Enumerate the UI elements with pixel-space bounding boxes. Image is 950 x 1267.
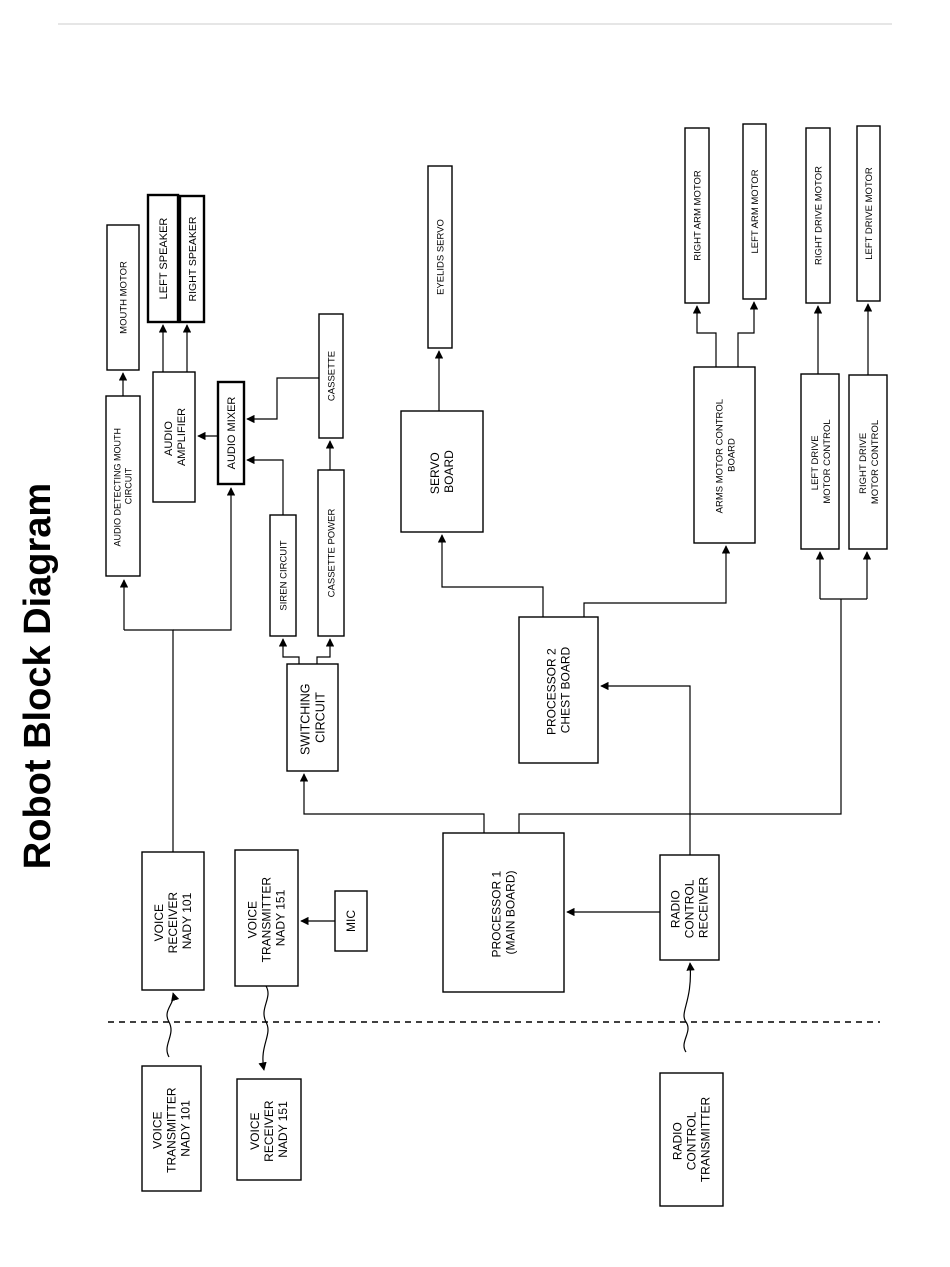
left-drive-motor-box (856, 125, 881, 302)
cassette-power-box (317, 469, 345, 637)
audio-mixer-box (216, 380, 246, 486)
mic-label: MIC (344, 910, 358, 932)
arms-motor-control-box (693, 366, 756, 544)
mouth-motor-box (106, 224, 140, 371)
eyelids-servo-label: EYELIDS SERVO (436, 219, 447, 295)
right-speaker-box (178, 194, 206, 324)
left-drive-control-box (800, 373, 840, 550)
audio-detecting-label: AUDIO DETECTING MOUTH CIRCUIT (113, 425, 134, 546)
left-speaker-box (146, 193, 180, 324)
right-arm-motor-label: RIGHT ARM MOTOR (693, 170, 704, 261)
right-drive-control-box (848, 374, 888, 550)
right-drive-control-label: RIGHT DRIVE MOTOR CONTROL (858, 420, 881, 504)
radio-control-transmitter-label: RADIO CONTROL TRANSMITTER (671, 1097, 713, 1183)
diagram-title: Robot Block Diagram (17, 483, 59, 869)
audio-amplifier-box (152, 371, 196, 503)
left-arm-motor-label: LEFT ARM MOTOR (750, 169, 761, 253)
arms-motor-control-label: ARMS MOTOR CONTROL BOARD (715, 397, 738, 514)
left-speaker-label: LEFT SPEAKER (158, 218, 170, 300)
processor1-box (442, 832, 565, 993)
connector-processor2-to-arms-control (583, 545, 731, 617)
connector-arms-control-split (692, 305, 717, 367)
voice-transmitter-101-label: VOICE TRANSMITTER NADY 101 (151, 1084, 193, 1173)
right-speaker-label: RIGHT SPEAKER (187, 216, 199, 301)
connector-receiver-to-audio-bus (124, 629, 174, 852)
connector-processor1-to-switching (299, 773, 485, 833)
voice-receiver-101-box (141, 851, 205, 991)
left-arm-motor-box (742, 123, 767, 300)
connector-receiver-to-processor2 (600, 681, 691, 855)
siren-circuit-box (269, 514, 297, 637)
radio-control-receiver-box (659, 854, 720, 961)
right-drive-motor-box (805, 127, 831, 304)
siren-circuit-label: SIREN CIRCUIT (279, 540, 290, 610)
cassette-power-label: CASSETTE POWER (327, 509, 338, 598)
voice-transmitter-101-box (141, 1065, 202, 1192)
wireless-link-radio-control (683, 962, 695, 1053)
connector-processor2-to-servo-board (437, 534, 544, 617)
cassette-label: CASSETTE (327, 351, 338, 401)
connector-siren-to-mixer (246, 455, 284, 515)
left-drive-control-label: LEFT DRIVE MOTOR CONTROL (810, 419, 833, 503)
audio-amplifier-label: AUDIO AMPLIFIER (163, 408, 188, 466)
processor2-label: PROCESSOR 2 CHEST BOARD (545, 645, 573, 735)
mouth-motor-label: MOUTH MOTOR (119, 261, 130, 334)
radio-control-transmitter-box (659, 1072, 724, 1207)
servo-board-box (400, 410, 484, 533)
wireless-link-voice-151 (258, 985, 269, 1071)
mic-box (334, 890, 368, 952)
radio-control-receiver-label: RADIO CONTROL RECEIVER (669, 876, 711, 938)
connector-cassette-to-mixer (246, 377, 319, 424)
servo-board-label: SERVO BOARD (428, 449, 456, 494)
connector-processor1-to-drive-bus (518, 599, 842, 833)
eyelids-servo-box (427, 165, 453, 349)
connector-to-left-arm-motor (737, 301, 759, 367)
connector-to-audio-mixer (173, 487, 236, 631)
audio-mixer-label: AUDIO MIXER (226, 397, 238, 470)
processor2-box (518, 616, 599, 764)
right-arm-motor-box (684, 127, 710, 304)
right-drive-motor-label: RIGHT DRIVE MOTOR (814, 166, 825, 265)
connector-switching-to-cassette-power (316, 638, 335, 664)
voice-receiver-151-box (236, 1078, 302, 1181)
voice-receiver-101-label: VOICE RECEIVER NADY 101 (152, 889, 194, 954)
processor1-label: PROCESSOR 1 (MAIN BOARD) (490, 867, 518, 957)
cassette-box (318, 313, 344, 439)
voice-receiver-151-label: VOICE RECEIVER NADY 151 (248, 1097, 290, 1162)
audio-detecting-box (105, 395, 141, 577)
switching-circuit-box (286, 663, 339, 772)
wireless-link-voice-101 (166, 992, 180, 1058)
voice-transmitter-151-label: VOICE TRANSMITTER NADY 151 (246, 874, 288, 963)
switching-circuit-label: SWITCHING CIRCUIT (299, 680, 328, 755)
voice-transmitter-151-box (234, 849, 299, 987)
connector-switching-to-siren (278, 638, 300, 664)
left-drive-motor-label: LEFT DRIVE MOTOR (864, 167, 875, 260)
